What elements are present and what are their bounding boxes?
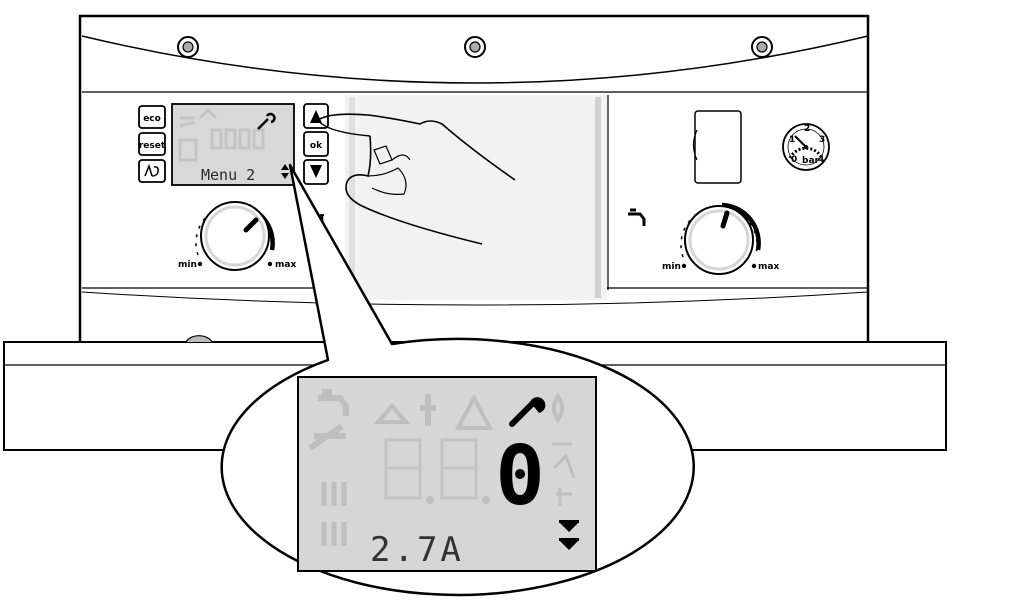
right-knob-max-label: max [758, 262, 779, 272]
gauge-scale-4: 4 [818, 155, 824, 165]
gauge-scale-3: 3 [819, 135, 825, 145]
shelf-knob [185, 335, 213, 343]
left-knob-min-label: min [178, 260, 197, 270]
up-down-indicator-icon [281, 164, 289, 179]
zoomed-lcd-display: 0 2.7A [297, 376, 597, 572]
up-button[interactable] [303, 103, 329, 129]
center-recess [345, 95, 609, 300]
gauge-unit: bar [802, 156, 820, 166]
arrow-down-icon [310, 165, 322, 178]
heating-temperature-knob[interactable]: min max [178, 201, 296, 271]
screw-right-icon [751, 36, 773, 58]
gauge-scale-0: 0 [791, 155, 797, 165]
pointing-hand [317, 113, 516, 245]
down-button[interactable] [303, 159, 329, 185]
reset-button[interactable]: reset [138, 132, 166, 156]
pressure-needle [794, 135, 807, 148]
hot-water-temperature-knob[interactable]: min max [662, 202, 779, 275]
knob-pointer-left [243, 217, 259, 233]
wrench-icon-large [509, 397, 546, 427]
right-knob-min-label: min [662, 262, 681, 272]
screw-left-icon [177, 36, 199, 58]
menu-text: Menu 2 [201, 166, 255, 184]
indicator-arrows-icon [559, 520, 579, 550]
gauge-scale-1: 1 [789, 135, 795, 145]
main-digit: 0 [495, 429, 544, 524]
chimney-sweep-button[interactable] [138, 159, 166, 183]
knob-pointer-right [720, 210, 730, 229]
left-knob-max-label: max [275, 260, 296, 270]
faded-icons [308, 389, 576, 546]
secondary-text: 2.7A [370, 530, 464, 570]
chimney-sweep-icon [144, 163, 159, 177]
eco-button[interactable]: eco [138, 105, 166, 129]
service-window [692, 110, 742, 184]
reset-button-label: reset [139, 141, 166, 151]
screw-center-icon [464, 36, 486, 58]
pressure-gauge: 0 1 2 3 4 bar [782, 123, 830, 171]
wrench-icon [257, 112, 276, 130]
svg-text:ok: ok [310, 141, 323, 151]
ok-button[interactable]: ok [303, 131, 329, 157]
eco-button-label: eco [143, 114, 161, 124]
tap-icon [628, 208, 646, 226]
faded-digits [384, 438, 490, 504]
gauge-scale-2: 2 [804, 124, 810, 134]
small-lcd-display: Menu 2 [171, 103, 295, 186]
